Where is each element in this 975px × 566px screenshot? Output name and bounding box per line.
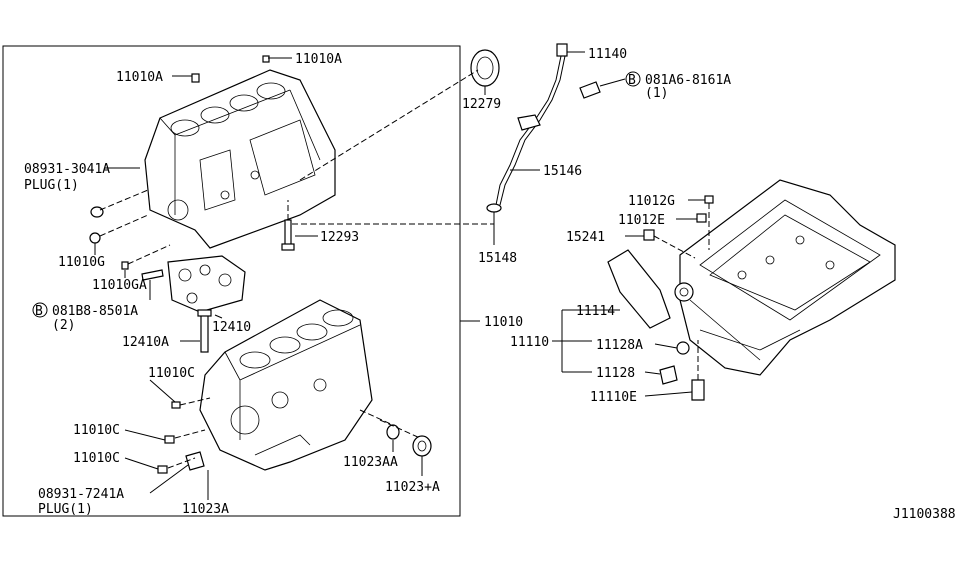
label-08931-7241A: 08931-7241A [38, 487, 124, 502]
label-12410: 12410 [212, 320, 251, 335]
part-15241 [643, 229, 655, 241]
label-b-circle-1: B [35, 304, 43, 319]
label-11010C-1: 11010C [148, 366, 195, 381]
label-11114: 11114 [576, 304, 615, 319]
label-11023A: 11023A [182, 502, 229, 517]
plug-11010GA [121, 261, 129, 270]
label-11012E: 11012E [618, 213, 665, 228]
label-12410A: 12410A [122, 335, 169, 350]
plug-08931-3041A [90, 206, 104, 218]
label-15148: 15148 [478, 251, 517, 266]
drain-plug-11128 [659, 365, 678, 385]
label-11010G: 11010G [58, 255, 105, 270]
diagram-id: J1100388 [893, 507, 956, 522]
label-11010C-2: 11010C [73, 423, 120, 438]
part-11012G [704, 195, 714, 204]
label-b-circle-2: B [628, 73, 636, 88]
part-11012E [696, 213, 707, 223]
label-11010: 11010 [484, 315, 523, 330]
label-081B8-8501A: 081B8-8501A [52, 304, 138, 319]
label-081A6-8161A: 081A6-8161A [645, 73, 731, 88]
label-15146: 15146 [543, 164, 582, 179]
plug-11010A-left [191, 73, 200, 83]
plug-11010C-2 [164, 435, 175, 444]
label-11010C-3: 11010C [73, 451, 120, 466]
label-11010A-top: 11010A [295, 52, 342, 67]
label-08931-3041A: 08931-3041A [24, 162, 110, 177]
plug-11010C-3 [157, 465, 168, 474]
plug-11010C-1 [171, 401, 181, 409]
label-plug1-bottom: PLUG(1) [38, 502, 93, 517]
bolt-11110E [691, 379, 705, 401]
plug-11023plusA [412, 435, 432, 457]
bolt-081B8 [141, 269, 164, 281]
rear-oil-seal-12279 [470, 49, 500, 87]
label-12293: 12293 [320, 230, 359, 245]
label-11110E: 11110E [590, 390, 637, 405]
label-qty-1: (1) [645, 86, 668, 101]
label-11010A-left: 11010A [116, 70, 163, 85]
plug-11023A [185, 451, 205, 471]
oil-pump-12410 [167, 255, 246, 313]
label-15241: 15241 [566, 230, 605, 245]
label-11140: 11140 [588, 47, 627, 62]
label-11010GA: 11010GA [92, 278, 147, 293]
washer-11128A [676, 341, 690, 355]
bolt-b-circle-2 [625, 71, 641, 87]
label-qty-2: (2) [52, 318, 75, 333]
plug-11010G [89, 232, 101, 244]
bolt-12410A [197, 309, 212, 353]
label-11023AA: 11023AA [343, 455, 398, 470]
oil-pan-11110 [674, 179, 896, 376]
label-11023plusA: 11023+A [385, 480, 440, 495]
label-11128: 11128 [596, 366, 635, 381]
upper-cylinder-block [144, 69, 336, 249]
bolt-b-circle-1 [32, 302, 48, 318]
leader-lines [94, 51, 710, 500]
plug-11010A-top [262, 55, 270, 63]
label-plug1-top: PLUG(1) [24, 178, 79, 193]
dipstick-assembly [486, 43, 601, 213]
label-12279: 12279 [462, 97, 501, 112]
lower-cylinder-block [199, 299, 373, 471]
label-11128A: 11128A [596, 338, 643, 353]
label-11012G: 11012G [628, 194, 675, 209]
baffle-11114 [607, 249, 671, 329]
block-group-frame [2, 45, 461, 517]
label-11110: 11110 [510, 335, 549, 350]
plug-11023AA [386, 424, 400, 440]
